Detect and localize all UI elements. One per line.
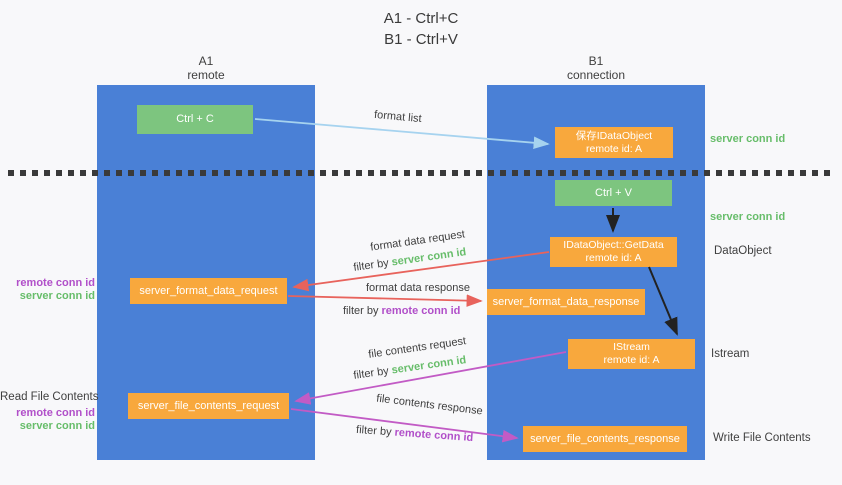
node-ctrl-v: Ctrl + V — [555, 180, 672, 206]
node-idataobject-getdata-line1: IDataObject::GetData — [563, 239, 664, 251]
title-line-1: A1 - Ctrl+C — [383, 10, 459, 27]
node-istream: IStream remote id: A — [568, 339, 695, 369]
server-conn-id-label: server conn id — [710, 133, 786, 145]
left-column-name: A1 — [198, 54, 214, 68]
diagram-title: A1 - Ctrl+C B1 - Ctrl+V — [0, 8, 842, 50]
title-line-2: B1 - Ctrl+V — [384, 31, 458, 48]
node-server-file-contents-request-label: server_file_contents_request — [137, 399, 280, 412]
filter-server-conn-id: server conn id — [390, 246, 468, 269]
node-ctrl-c: Ctrl + C — [137, 105, 253, 134]
filter-prefix: filter by — [352, 364, 393, 382]
server-conn-id-label: server conn id — [19, 420, 95, 432]
right-column-name: B1 — [588, 54, 604, 68]
left-column-header: A1 remote — [97, 54, 315, 82]
right-column-header: B1 connection — [487, 54, 705, 82]
server-conn-id-label: server conn id — [19, 290, 95, 302]
write-file-contents-label: Write File Contents — [713, 432, 811, 444]
node-server-format-data-request: server_format_data_request — [130, 278, 287, 304]
node-ctrl-v-label: Ctrl + V — [595, 186, 632, 199]
left-column-subtitle: remote — [187, 68, 225, 82]
arrow-format-data-response — [287, 294, 483, 307]
node-server-file-contents-response: server_file_contents_response — [523, 426, 687, 452]
label-filter-by-remote-conn-id-1: filter by remote conn id — [343, 305, 460, 317]
label-format-list: format list — [373, 108, 423, 126]
remote-conn-id-label: remote conn id — [16, 407, 95, 419]
node-idataobject-getdata-line2: remote id: A — [585, 252, 642, 264]
node-save-idataobject: 保存IDataObject remote id: A — [555, 127, 673, 158]
node-save-idataobject-line1: 保存IDataObject — [575, 129, 653, 142]
filter-prefix: filter by — [355, 423, 395, 439]
left-conn-ids-format: remote conn id server conn id — [0, 277, 95, 303]
node-ctrl-c-label: Ctrl + C — [176, 113, 214, 125]
remote-conn-id-label: remote conn id — [16, 277, 95, 289]
node-save-idataobject-line2: remote id: A — [585, 142, 643, 155]
node-server-format-data-response-label: server_format_data_response — [492, 295, 640, 308]
server-conn-id-label: server conn id — [710, 211, 786, 223]
filter-remote-conn-id: remote conn id — [381, 305, 461, 317]
filter-server-conn-id: server conn id — [390, 354, 468, 377]
node-server-file-contents-request: server_file_contents_request — [128, 393, 289, 419]
node-server-format-data-request-label: server_format_data_request — [139, 284, 278, 297]
read-file-contents-label: Read File Contents — [0, 391, 99, 403]
label-filter-by-remote-conn-id-2: filter by remote conn id — [356, 424, 474, 444]
filter-remote-conn-id: remote conn id — [394, 426, 474, 445]
label-file-contents-response: file contents response — [375, 392, 484, 418]
filter-prefix: filter by — [352, 256, 393, 274]
dotted-separator-line — [8, 170, 834, 176]
node-istream-line1: IStream — [613, 341, 650, 353]
dataobject-label: DataObject — [714, 245, 772, 257]
istream-label: Istream — [711, 348, 750, 360]
node-server-file-contents-response-label: server_file_contents_response — [530, 432, 680, 445]
label-format-data-response: format data response — [366, 282, 470, 294]
right-column-subtitle: connection — [566, 68, 626, 82]
filter-prefix: filter by — [343, 305, 382, 317]
node-idataobject-getdata: IDataObject::GetData remote id: A — [550, 237, 677, 267]
left-conn-ids-file: remote conn id server conn id — [0, 407, 95, 433]
node-server-format-data-response: server_format_data_response — [487, 289, 645, 315]
node-istream-line2: remote id: A — [603, 354, 660, 366]
